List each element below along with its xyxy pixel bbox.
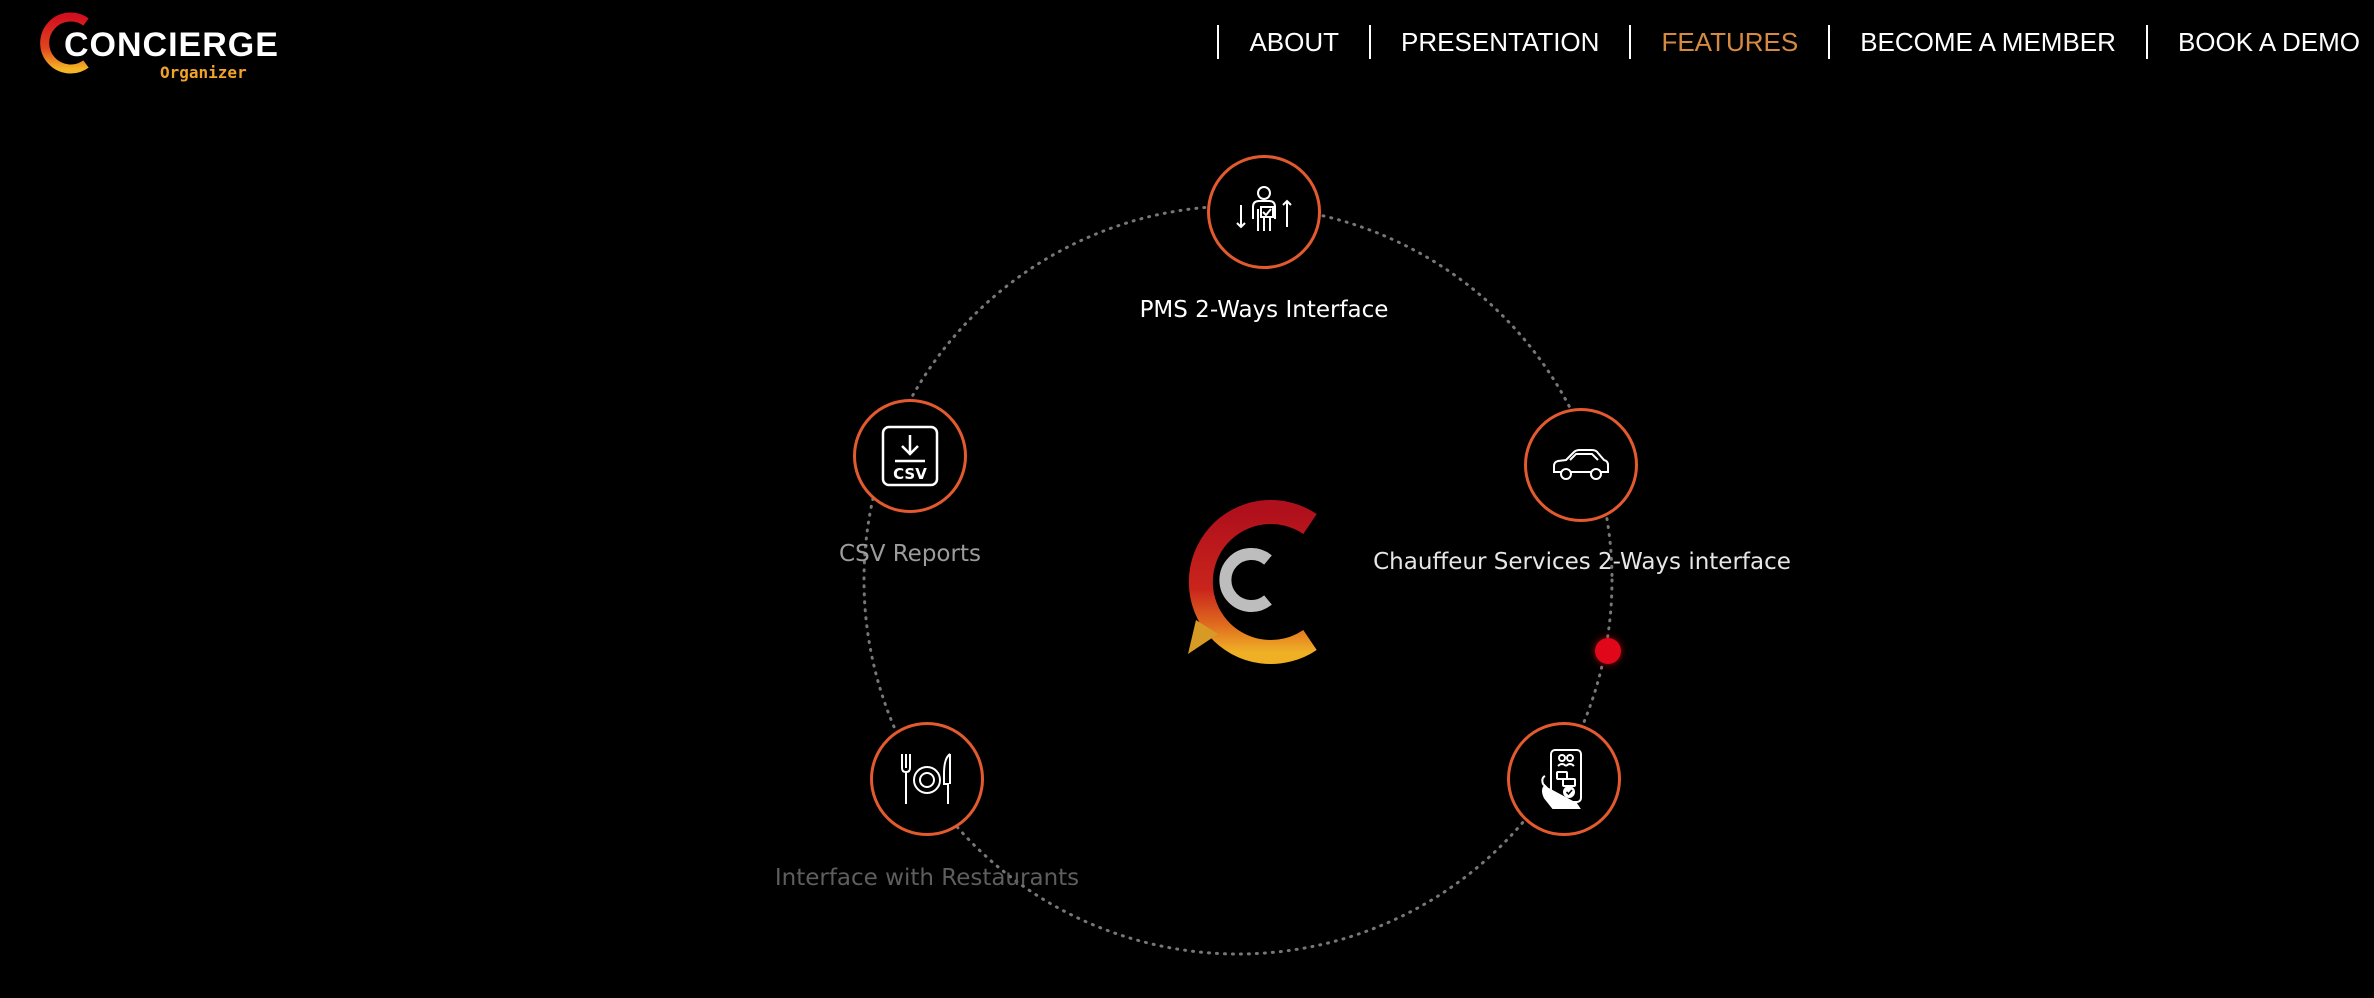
car-icon (1553, 449, 1609, 480)
nav-item-become-a-member[interactable]: BECOME A MEMBER (1860, 27, 2116, 57)
logo-c-mark-icon (40, 12, 89, 74)
feature-restaurants-button[interactable] (870, 722, 984, 836)
feature-pms-label[interactable]: PMS 2-Ways Interface (1139, 297, 1389, 323)
nav-separator (1369, 25, 1372, 59)
nav-separator (2145, 25, 2148, 59)
nav-separator (1828, 25, 1831, 59)
main-nav: ABOUT PRESENTATION FEATURES BECOME A MEM… (1217, 22, 2374, 62)
mobile-app-icon (1541, 749, 1582, 809)
feature-pms-button[interactable] (1207, 155, 1321, 269)
orbit-position-indicator (1595, 638, 1621, 664)
nav-separator (1629, 25, 1632, 59)
nav-item-features[interactable]: FEATURES (1661, 27, 1799, 57)
feature-restaurants-label[interactable]: Interface with Restaurants (774, 865, 1080, 891)
pms-exchange-icon (1236, 186, 1292, 231)
csv-badge-text: CSV (893, 465, 927, 483)
nav-item-book-a-demo[interactable]: BOOK A DEMO (2177, 27, 2360, 57)
brand-tagline: Organizer (160, 63, 247, 82)
brand-logo[interactable]: CONCIERGE Organizer (36, 8, 278, 82)
feature-csv-label[interactable]: CSV Reports (839, 541, 981, 567)
feature-chauffeur-label[interactable]: Chauffeur Services 2-Ways interface (1373, 549, 1791, 575)
center-c-logo-icon (1188, 500, 1317, 664)
nav-item-about[interactable]: ABOUT (1249, 27, 1340, 57)
nav-separator (1217, 25, 1220, 59)
nav-item-presentation[interactable]: PRESENTATION (1401, 27, 1600, 57)
feature-csv-button[interactable]: CSV (853, 399, 967, 513)
restaurant-icon (901, 753, 951, 804)
csv-download-icon: CSV (881, 425, 939, 487)
feature-mobile-app-button[interactable] (1507, 722, 1621, 836)
feature-chauffeur-button[interactable] (1524, 408, 1638, 522)
brand-name: CONCIERGE (64, 26, 279, 64)
